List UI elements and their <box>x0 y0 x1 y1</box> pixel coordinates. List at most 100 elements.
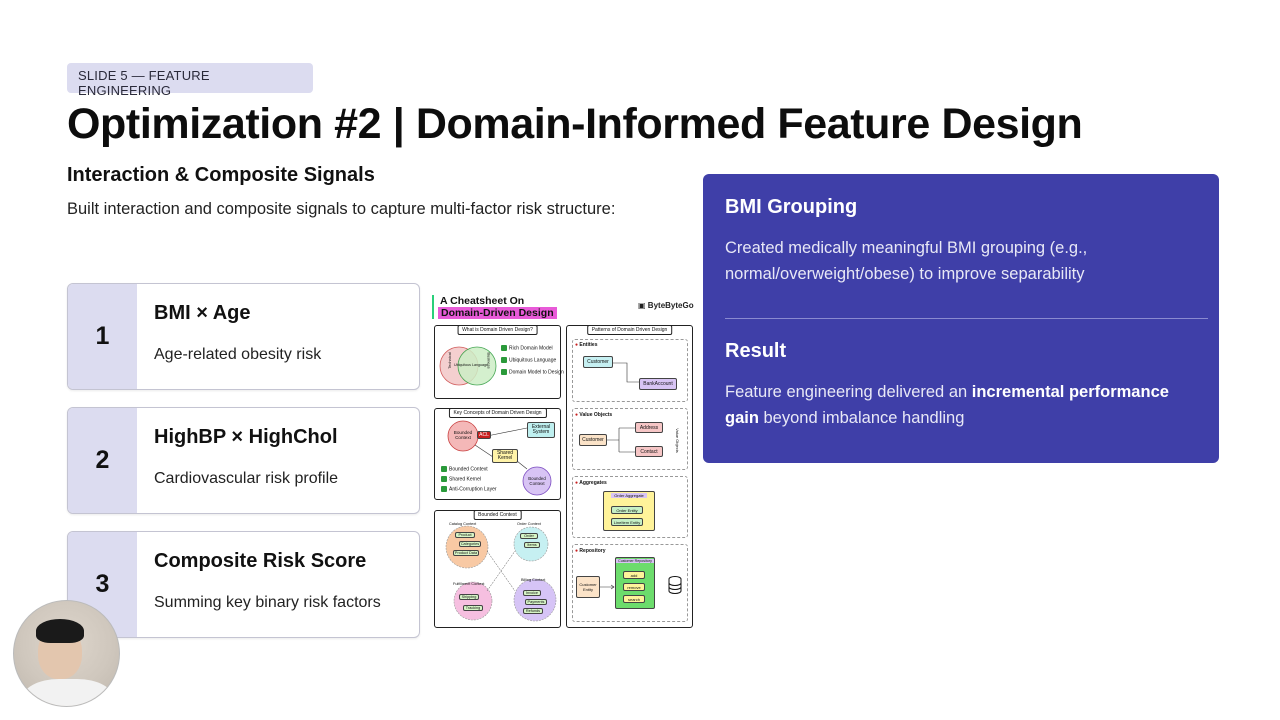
value-object-node: Contact <box>635 446 663 457</box>
panel-divider <box>725 318 1208 319</box>
key-concepts-diagram <box>447 420 552 496</box>
context-name: Fulfillment Context <box>453 582 485 586</box>
pattern-label: ● Repository <box>575 548 606 554</box>
context-item: Product <box>455 532 475 538</box>
ddd-cheatsheet-image: A Cheatsheet On Domain-Driven Design ▣ B… <box>432 292 694 630</box>
pattern-label: ● Value Objects <box>575 412 613 418</box>
card-description: Age-related obesity risk <box>154 346 322 363</box>
card-title: HighBP × HighChol <box>154 426 338 448</box>
bounded-context-node-2: Bounded Context <box>528 476 546 486</box>
context-name: Catalog Context <box>449 522 477 526</box>
bmi-grouping-text: Created medically meaningful BMI groupin… <box>725 239 1088 283</box>
context-item: Refunds <box>523 608 543 614</box>
card-description: Cardiovascular risk profile <box>154 470 339 487</box>
arrow-right-icon <box>600 584 615 590</box>
shared-kernel-node: Shared Kernel <box>492 449 518 463</box>
context-item: Product Data <box>453 550 479 556</box>
entity-node: BankAccount <box>639 378 677 390</box>
card-number: 1 <box>68 284 137 389</box>
check-icon <box>441 466 447 472</box>
pattern-entities <box>572 339 688 402</box>
panel-heading: What is Domain Driven Design? <box>457 325 538 335</box>
check-icon <box>501 369 507 375</box>
step-3-icon: ● <box>575 480 579 486</box>
bmi-grouping-title: BMI Grouping <box>725 196 858 218</box>
context-item: Payments <box>525 599 547 605</box>
card-description: Summing key binary risk factors <box>154 594 381 611</box>
panel-what-is-ddd: What is Domain Driven Design? Technical … <box>434 325 564 399</box>
value-object-connector <box>607 427 635 453</box>
panel-key-concepts: Key Concepts of Domain Driven Design Bou… <box>434 408 561 500</box>
pattern-label: ● Entities <box>575 342 598 348</box>
value-object-node: Customer <box>579 434 607 446</box>
database-icon <box>668 576 682 594</box>
pattern-aggregates <box>572 476 688 538</box>
cheatsheet-title: A Cheatsheet On <box>440 295 525 307</box>
bounded-context-node: Bounded Context <box>453 430 473 440</box>
repository-label: Customer Repository <box>616 559 654 563</box>
repository-op: remove <box>623 583 645 591</box>
brand-icon: ▣ <box>638 301 646 310</box>
insight-panel: BMI Grouping Created medically meaningfu… <box>703 174 1219 463</box>
aggregate-root-label: Order Aggregate <box>611 493 647 498</box>
accent-bar <box>432 295 434 319</box>
context-name: Order Context <box>517 522 541 526</box>
check-icon <box>501 345 507 351</box>
key-item: Shared Kernel <box>441 476 481 482</box>
panel-heading: Key Concepts of Domain Driven Design <box>448 408 547 418</box>
what-item: Domain Model to Design <box>501 369 564 375</box>
card-number: 2 <box>68 408 137 513</box>
step-2-icon: ● <box>575 412 579 418</box>
context-item: Categories <box>459 541 481 547</box>
feature-card-1: 1 BMI × Age Age-related obesity risk <box>67 283 420 390</box>
what-item: Ubiquitous Language <box>501 357 556 363</box>
venn-mid-label: Ubiquitous Language <box>454 363 488 367</box>
what-item: Rich Domain Model <box>501 345 553 351</box>
section-subtitle: Interaction & Composite Signals <box>67 164 375 186</box>
value-object-node: Address <box>635 422 663 433</box>
key-item: Anti-Corruption Layer <box>441 486 497 492</box>
intro-text: Built interaction and composite signals … <box>67 200 616 218</box>
presenter-hair <box>36 619 84 643</box>
result-highlight: incremental performance gain <box>725 383 1169 427</box>
panel-heading: Bounded Context <box>473 510 522 520</box>
result-text: Feature engineering delivered an increme… <box>725 383 1169 427</box>
aggregate-entity: Order Entity <box>611 506 643 514</box>
entity-connector <box>613 362 639 383</box>
panel-bounded-context: Bounded Context Catalog Context Product … <box>434 510 561 628</box>
context-item: Shipping <box>459 594 479 600</box>
check-icon <box>441 476 447 482</box>
venn-left-label: Technical <box>446 352 452 369</box>
check-icon <box>501 357 507 363</box>
panel-patterns: Patterns of Domain Driven Design ● Entit… <box>566 325 693 628</box>
slide-tag: SLIDE 5 — FEATURE ENGINEERING <box>67 63 313 98</box>
brand-name: ByteByteGo <box>647 301 694 310</box>
cheatsheet-title-highlight: Domain-Driven Design <box>438 307 557 319</box>
result-title: Result <box>725 340 787 362</box>
external-system-node: External System <box>527 422 555 438</box>
pattern-repository <box>572 544 688 622</box>
value-objects-side-label: Value Objects <box>674 428 680 453</box>
repository-entity: Customer Entity <box>576 576 600 598</box>
panel-heading: Patterns of Domain Driven Design <box>586 325 673 335</box>
check-icon <box>441 486 447 492</box>
feature-card-2: 2 HighBP × HighChol Cardiovascular risk … <box>67 407 420 514</box>
context-item: Tracking <box>463 605 483 611</box>
card-title: BMI × Age <box>154 302 251 324</box>
aggregate-entity: LineItem Entity <box>611 518 643 526</box>
context-name: Billing Context <box>521 578 546 582</box>
context-item: Order <box>520 533 538 539</box>
presenter-webcam <box>13 600 120 707</box>
entity-node: Customer <box>583 356 613 368</box>
slide-title: Optimization #2 | Domain-Informed Featur… <box>67 100 1083 148</box>
repository-op: search <box>623 595 645 603</box>
pattern-value-objects <box>572 408 688 470</box>
acl-node: ACL <box>477 431 491 439</box>
context-item: Invoice <box>523 590 541 596</box>
feature-card-3: 3 Composite Risk Score Summing key binar… <box>67 531 420 638</box>
pattern-label: ● Aggregates <box>575 480 607 486</box>
context-item: Items <box>524 542 540 548</box>
card-title: Composite Risk Score <box>154 550 367 572</box>
venn-right-label: Business <box>486 352 492 369</box>
presenter-body <box>22 679 114 706</box>
